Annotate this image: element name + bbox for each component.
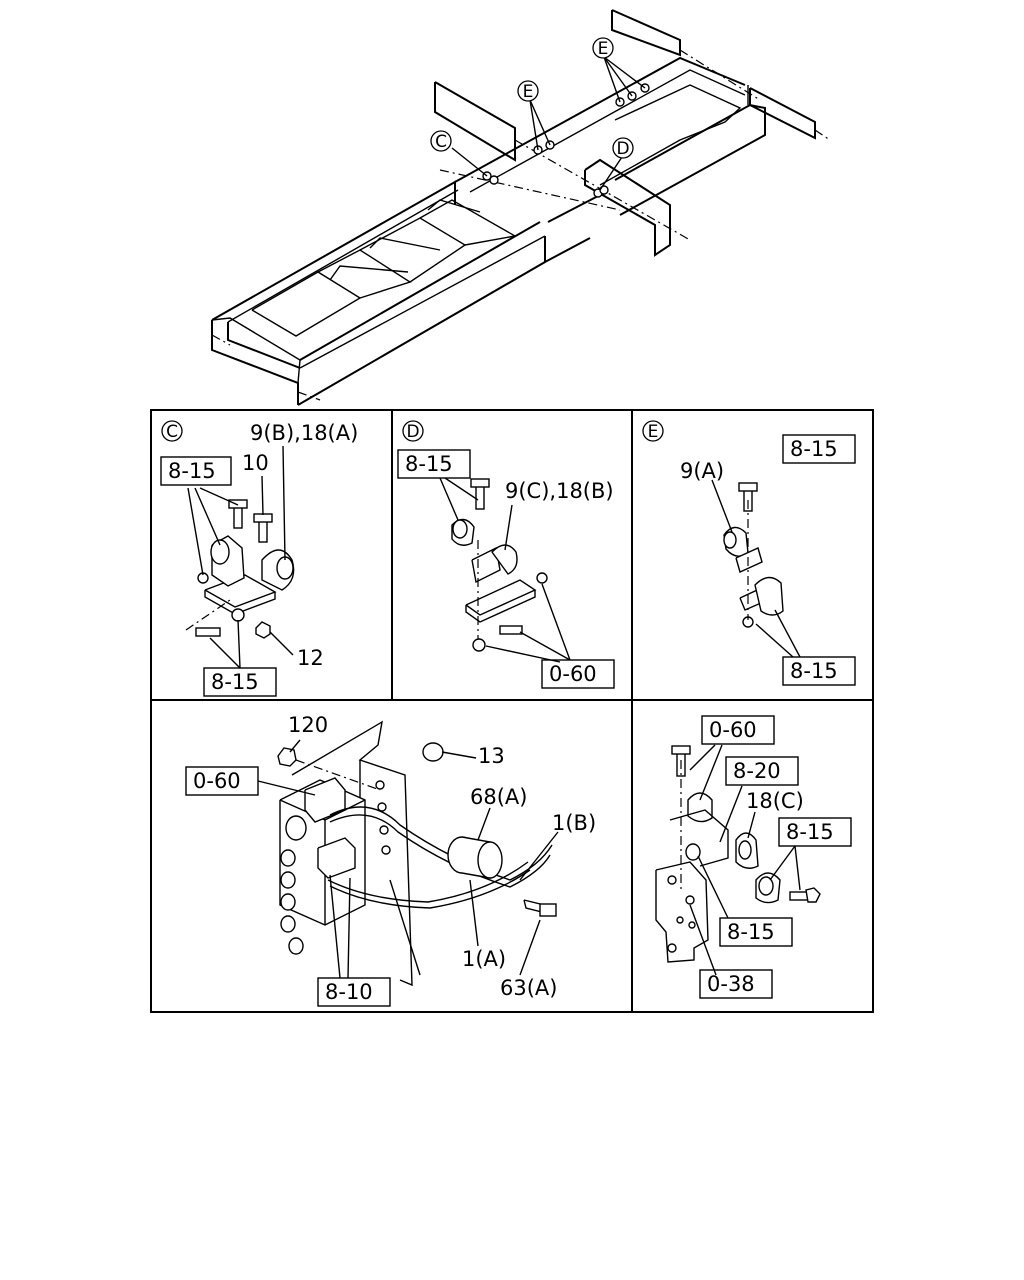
ref-box-8-15-bottom: 8-15 — [719, 917, 793, 947]
ref-box-8-20: 8-20 — [725, 756, 799, 786]
svg-text:E: E — [648, 422, 659, 442]
svg-text:E: E — [523, 82, 534, 102]
valve-assembly — [257, 720, 559, 987]
panel-valve: 120 13 68(A) 1(B) 1(A) 63(A) 0-60 8-10 — [185, 713, 596, 1007]
ref-box-0-60: 0-60 — [185, 766, 259, 796]
svg-text:E: E — [598, 39, 609, 59]
label-1a: 1(A) — [462, 947, 506, 971]
panel-d: D 9(C),18(B) 8-15 0-60 — [397, 420, 615, 689]
svg-text:8-10: 8-10 — [325, 980, 373, 1004]
svg-text:D: D — [616, 139, 629, 159]
label-1b: 1(B) — [552, 811, 596, 835]
svg-text:8-15: 8-15 — [790, 437, 838, 461]
ref-box-8-15-right: 8-15 — [778, 817, 852, 847]
clamp-parts-e — [711, 479, 801, 658]
ref-box-0-60: 0-60 — [701, 715, 775, 745]
label-9b-18a: 9(B),18(A) — [250, 421, 358, 445]
svg-text:8-15: 8-15 — [790, 659, 838, 683]
svg-text:0-38: 0-38 — [707, 972, 755, 996]
label-9c-18b: 9(C),18(B) — [505, 479, 614, 503]
label-18c: 18(C) — [746, 789, 804, 813]
panel-c: C 9(B),18(A) 10 12 8-15 8-15 — [160, 420, 358, 697]
ref-box-8-15-bottom: 8-15 — [782, 656, 856, 686]
svg-text:8-15: 8-15 — [168, 459, 216, 483]
marker-e-rear: E — [592, 37, 614, 59]
marker-e-middle: E — [517, 80, 539, 102]
svg-text:0-60: 0-60 — [709, 718, 757, 742]
ref-box-0-60: 0-60 — [541, 659, 615, 689]
marker-d: D — [612, 137, 634, 159]
chassis-frame — [211, 9, 831, 406]
svg-text:0-60: 0-60 — [549, 662, 597, 686]
svg-text:8-20: 8-20 — [733, 759, 781, 783]
bracket-parts — [655, 744, 821, 976]
label-10: 10 — [242, 451, 269, 475]
svg-text:C: C — [435, 132, 447, 152]
svg-text:8-15: 8-15 — [786, 820, 834, 844]
ref-box-8-15-top: 8-15 — [782, 434, 856, 464]
label-12: 12 — [297, 646, 324, 670]
ref-box-0-38: 0-38 — [699, 969, 773, 999]
label-120: 120 — [288, 713, 328, 737]
ref-box-8-10: 8-10 — [317, 977, 391, 1007]
label-9a: 9(A) — [680, 459, 724, 483]
ref-box-8-15-bottom: 8-15 — [203, 667, 277, 697]
svg-text:8-15: 8-15 — [727, 920, 775, 944]
clamp-parts-c — [185, 445, 295, 669]
ref-box-8-15-top: 8-15 — [160, 456, 232, 486]
svg-text:8-15: 8-15 — [405, 452, 453, 476]
panel-bracket: 18(C) 0-60 8-20 8-15 8-15 0-38 — [655, 715, 852, 999]
ref-box-8-15-top: 8-15 — [397, 449, 471, 479]
marker-c: C — [430, 130, 452, 152]
svg-text:0-60: 0-60 — [193, 769, 241, 793]
label-63a: 63(A) — [500, 976, 557, 1000]
clamp-parts-d — [439, 477, 571, 663]
label-13: 13 — [478, 744, 505, 768]
svg-text:8-15: 8-15 — [211, 670, 259, 694]
svg-text:C: C — [166, 422, 178, 442]
label-68a: 68(A) — [470, 785, 527, 809]
svg-text:D: D — [406, 422, 419, 442]
panel-e: E 9(A) 8-15 8-15 — [642, 420, 856, 686]
detail-grid — [150, 409, 874, 1013]
